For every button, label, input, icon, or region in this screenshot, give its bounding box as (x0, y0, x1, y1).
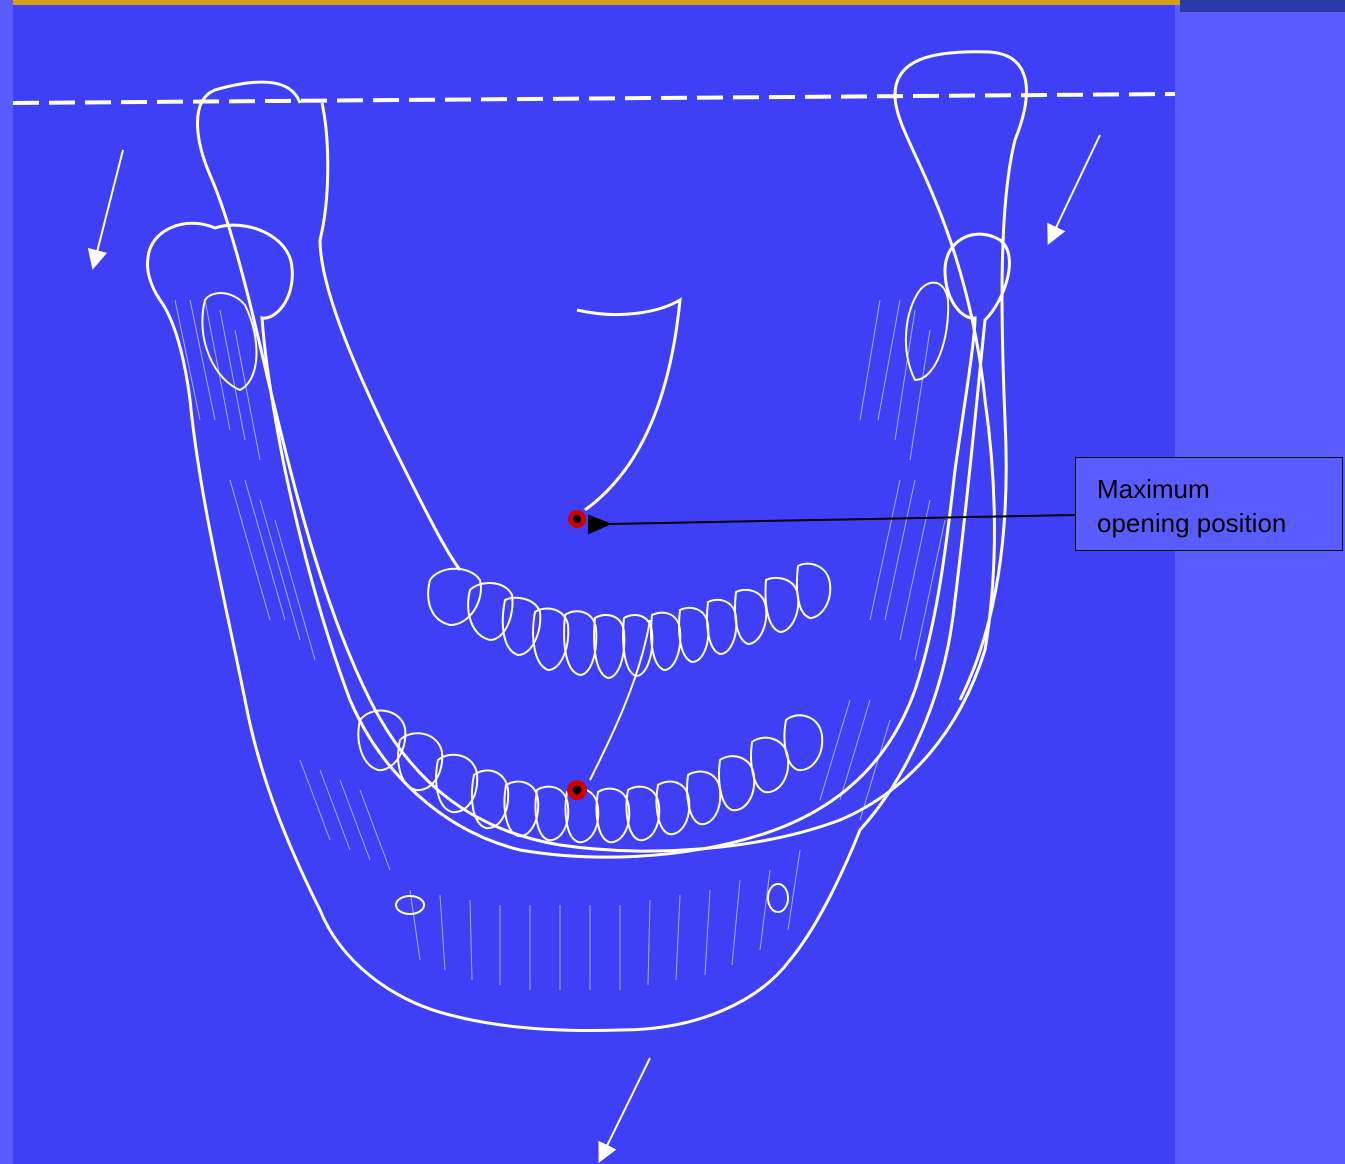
contact-point-marker (567, 780, 587, 800)
left-ramus-contour (202, 293, 256, 390)
right-ramus-contour (906, 283, 948, 380)
arrow-down-left-icon (1052, 135, 1100, 236)
left-mental-foramen (396, 896, 424, 914)
open-position-outline (198, 52, 1027, 851)
mandible-outline (148, 223, 1010, 1030)
right-mental-foramen (768, 884, 788, 912)
upper-tooth-row (428, 564, 830, 678)
lower-tooth-row (358, 711, 822, 843)
contact-point-marker (568, 510, 586, 528)
bone-hatching (175, 300, 945, 990)
incisal-path-curve (577, 300, 680, 510)
incisal-path-lower (590, 620, 650, 780)
arrow-down-left-icon (95, 150, 123, 260)
horizontal-reference-line (13, 94, 1175, 103)
arrow-down-left-icon (603, 1058, 650, 1154)
callout-label: Maximum opening position (1097, 472, 1342, 540)
callout-box: Maximum opening position (1075, 457, 1343, 551)
open-position-left-inner (320, 103, 460, 570)
